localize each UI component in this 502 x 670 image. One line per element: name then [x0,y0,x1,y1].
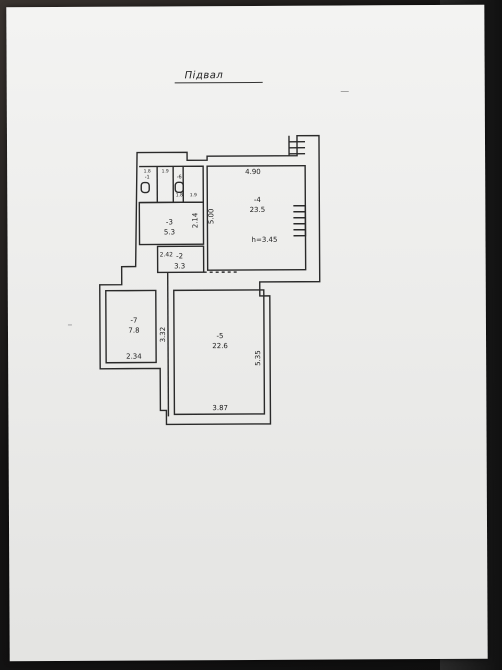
room-5-number: -5 [217,332,224,340]
room-4-number: -4 [254,196,262,204]
dim-4-90: 4.90 [245,168,261,176]
room-1-number: -1 [145,175,150,181]
floor-plan: -4 23.5 -3 5.3 -2 3.3 -7 7.8 -5 22.6 -1 … [67,91,349,426]
wall-room-5 [173,289,266,416]
stair-inner [293,204,307,237]
room-2-area: 3.3 [174,262,185,270]
dim-2-34: 2.34 [126,353,142,361]
small-label-1: 1.8 [144,169,151,175]
wall-room-4 [206,164,307,271]
dim-2-14: 2.14 [191,212,199,228]
dim-5-00: 5.00 [207,209,215,225]
stair [288,135,306,156]
small-label-4: 1.9 [190,192,197,198]
room-4-area: 23.5 [250,206,266,214]
wall-room-7 [105,289,157,364]
dim-3-87: 3.87 [212,404,228,412]
paper-sheet: Підвал -4 23.5 [6,4,488,662]
room-2-number: -2 [176,252,183,260]
room-7-area: 7.8 [128,327,139,335]
dim-3-32: 3.32 [159,327,167,343]
small-label-3: 1.8 [176,192,183,198]
small-label-2: 1.9 [162,168,169,174]
height-label: h=3.45 [251,236,277,244]
dim-2-42: 2.42 [160,251,174,258]
room-5-area: 22.6 [212,342,228,350]
outer-wall [99,134,321,426]
room-7-number: -7 [130,317,137,325]
dim-5-35: 5.35 [254,350,262,366]
room-3-number: -3 [166,218,173,226]
wall-room-3 [138,201,205,246]
fixture-1 [140,181,150,194]
fixture-2 [174,181,184,194]
room-6-number: -6 [177,174,182,180]
room-3-area: 5.3 [164,228,175,236]
